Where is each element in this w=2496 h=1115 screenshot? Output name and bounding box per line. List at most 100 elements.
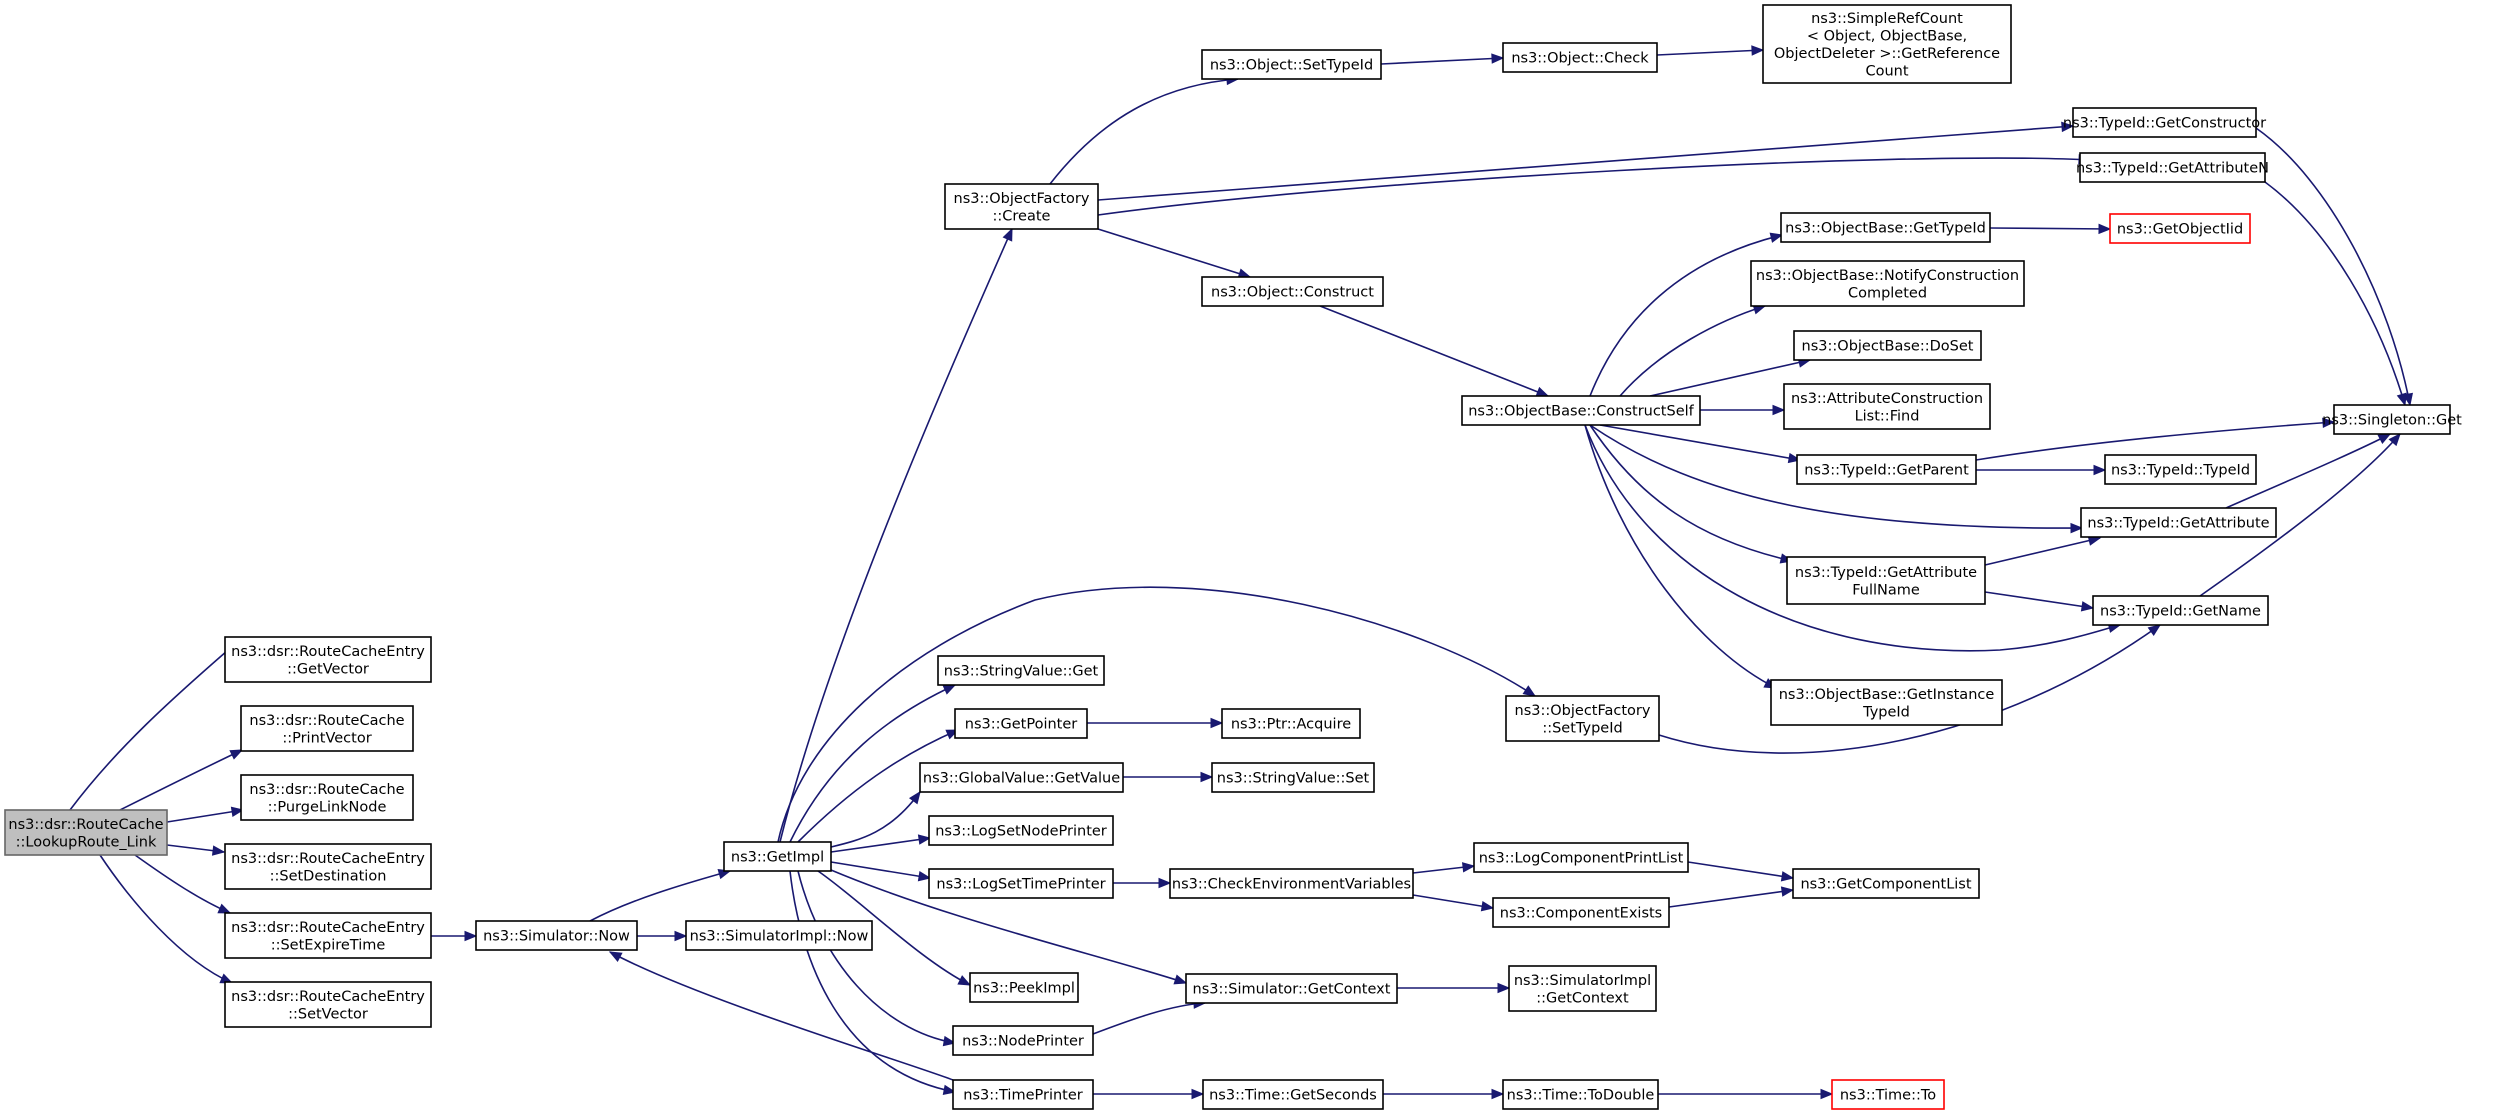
node-label: TypeId <box>1862 704 1910 720</box>
arrowhead <box>1772 404 1786 416</box>
node-sim-getcontext[interactable]: ns3::Simulator::GetContext <box>1185 973 1398 1004</box>
node-getcomponentlist[interactable]: ns3::GetComponentList <box>1792 868 1980 899</box>
node-object-construct[interactable]: ns3::Object::Construct <box>1201 276 1384 307</box>
node-rc-printvector[interactable]: ns3::dsr::RouteCache::PrintVector <box>240 705 414 752</box>
node-object-check[interactable]: ns3::Object::Check <box>1502 42 1658 73</box>
call-edge <box>134 854 231 914</box>
node-box <box>1185 973 1398 1004</box>
node-typeid-getparent[interactable]: ns3::TypeId::GetParent <box>1796 454 1977 485</box>
node-typeid-getattributen[interactable]: ns3::TypeId::GetAttributeN <box>2076 152 2269 183</box>
arrowhead <box>217 903 232 914</box>
node-timeprinter[interactable]: ns3::TimePrinter <box>952 1079 1094 1110</box>
node-getpointer[interactable]: ns3::GetPointer <box>954 708 1088 739</box>
node-box <box>1783 383 1991 430</box>
node-box <box>1221 708 1361 739</box>
call-edge <box>2255 127 2411 406</box>
arrowhead <box>464 930 478 942</box>
call-edge <box>1619 305 1766 397</box>
node-typeid-getname[interactable]: ns3::TypeId::GetName <box>2092 595 2269 626</box>
node-nodeprinter[interactable]: ns3::NodePrinter <box>952 1025 1094 1056</box>
node-simimpl-getcontext[interactable]: ns3::SimulatorImpl::GetContext <box>1508 965 1657 1012</box>
node-label: ns3::TypeId::GetAttribute <box>2087 516 2269 532</box>
node-label: ::GetVector <box>287 661 369 677</box>
node-rc-purgelinknode[interactable]: ns3::dsr::RouteCache::PurgeLinkNode <box>240 774 414 821</box>
node-objfactory-create[interactable]: ns3::ObjectFactory::Create <box>944 183 1099 230</box>
arrowhead <box>1461 862 1476 873</box>
node-logsettimeprinter[interactable]: ns3::LogSetTimePrinter <box>928 868 1114 899</box>
node-getobjectiid[interactable]: ns3::GetObjectIid <box>2109 213 2251 244</box>
node-ptr-acquire[interactable]: ns3::Ptr::Acquire <box>1221 708 1361 739</box>
node-label: ns3::Object::Construct <box>1211 285 1374 301</box>
node-object-settypeid[interactable]: ns3::Object::SetTypeId <box>1201 49 1382 80</box>
call-edge <box>119 749 243 811</box>
node-objectbase-constructself[interactable]: ns3::ObjectBase::ConstructSelf <box>1461 395 1701 426</box>
arrowhead <box>1002 227 1013 242</box>
node-label: ns3::dsr::RouteCacheEntry <box>231 644 425 660</box>
arrowhead <box>2080 601 2095 612</box>
node-getimpl[interactable]: ns3::GetImpl <box>723 841 832 872</box>
node-rce-setdestination[interactable]: ns3::dsr::RouteCacheEntry::SetDestinatio… <box>224 843 432 890</box>
node-label: FullName <box>1852 582 1920 598</box>
node-simimpl-now[interactable]: ns3::SimulatorImpl::Now <box>685 920 873 951</box>
call-edge <box>589 870 731 922</box>
node-componentexists[interactable]: ns3::ComponentExists <box>1492 897 1670 928</box>
node-rce-setvector[interactable]: ns3::dsr::RouteCacheEntry::SetVector <box>224 981 432 1028</box>
call-edge <box>1649 359 1811 397</box>
arrowhead <box>1820 1088 1834 1100</box>
node-simplerefcount[interactable]: ns3::SimpleRefCount< Object, ObjectBase,… <box>1762 4 2012 84</box>
node-objectbase-gettypeid[interactable]: ns3::ObjectBase::GetTypeId <box>1780 212 1991 243</box>
node-peekimpl[interactable]: ns3::PeekImpl <box>969 972 1079 1003</box>
node-rce-setexpiretime[interactable]: ns3::dsr::RouteCacheEntry::SetExpireTime <box>224 912 432 959</box>
node-label: ns3::Simulator::Now <box>483 929 630 945</box>
node-box <box>224 636 432 683</box>
node-box <box>2109 213 2251 244</box>
node-box <box>4 809 168 856</box>
node-box <box>944 183 1099 230</box>
arrowhead <box>2322 417 2336 429</box>
node-label: ns3::TypeId::GetName <box>2100 604 2261 620</box>
arrowhead <box>1480 900 1495 912</box>
arrowhead <box>608 951 623 963</box>
node-singleton-get[interactable]: ns3::Singleton::Get <box>2322 404 2462 435</box>
call-edge <box>1984 537 2101 566</box>
node-label: ns3::LogComponentPrintList <box>1479 851 1684 867</box>
node-objectbase-doset[interactable]: ns3::ObjectBase::DoSet <box>1793 330 1982 361</box>
node-globalvalue-getvalue[interactable]: ns3::GlobalValue::GetValue <box>919 762 1124 793</box>
node-box <box>937 655 1105 686</box>
node-box <box>2072 107 2257 138</box>
node-box <box>969 972 1079 1003</box>
node-time-getseconds[interactable]: ns3::Time::GetSeconds <box>1202 1079 1384 1110</box>
node-logcomponentprintlist[interactable]: ns3::LogComponentPrintList <box>1473 842 1689 873</box>
node-box <box>1492 897 1670 928</box>
node-typeid-typeid[interactable]: ns3::TypeId::TypeId <box>2104 454 2257 485</box>
node-stringvalue-set[interactable]: ns3::StringValue::Set <box>1211 762 1375 793</box>
node-time-todouble[interactable]: ns3::Time::ToDouble <box>1502 1079 1659 1110</box>
node-objfactory-settypeid[interactable]: ns3::ObjectFactory::SetTypeId <box>1505 695 1660 742</box>
node-objectbase-notify[interactable]: ns3::ObjectBase::NotifyConstructionCompl… <box>1750 260 2025 307</box>
node-time-to[interactable]: ns3::Time::To <box>1831 1079 1945 1110</box>
node-typeid-getattribute[interactable]: ns3::TypeId::GetAttribute <box>2080 507 2277 538</box>
node-checkenvvars[interactable]: ns3::CheckEnvironmentVariables <box>1169 868 1414 899</box>
node-stringvalue-get[interactable]: ns3::StringValue::Get <box>937 655 1105 686</box>
node-root[interactable]: ns3::dsr::RouteCache::LookupRoute_Link <box>4 809 168 856</box>
node-box <box>1750 260 2025 307</box>
call-edge <box>789 870 956 1093</box>
arrowhead <box>1522 685 1537 697</box>
arrowhead <box>908 790 921 805</box>
node-rce-getvector[interactable]: ns3::dsr::RouteCacheEntry::GetVector <box>224 636 432 683</box>
node-label: ns3::StringValue::Get <box>944 664 1099 680</box>
node-sim-now[interactable]: ns3::Simulator::Now <box>475 920 638 951</box>
node-logsetnodeprinter[interactable]: ns3::LogSetNodePrinter <box>928 815 1114 846</box>
node-typeid-getconstructor[interactable]: ns3::TypeId::GetConstructor <box>2063 107 2266 138</box>
arrowhead <box>1780 886 1795 897</box>
arrowhead <box>942 1084 957 1095</box>
node-label: ns3::Ptr::Acquire <box>1231 717 1351 733</box>
node-box <box>952 1025 1094 1056</box>
node-label: ns3::Simulator::GetContext <box>1193 982 1391 998</box>
node-label: ns3::TypeId::GetAttribute <box>1795 565 1977 581</box>
arrowhead <box>942 684 957 695</box>
